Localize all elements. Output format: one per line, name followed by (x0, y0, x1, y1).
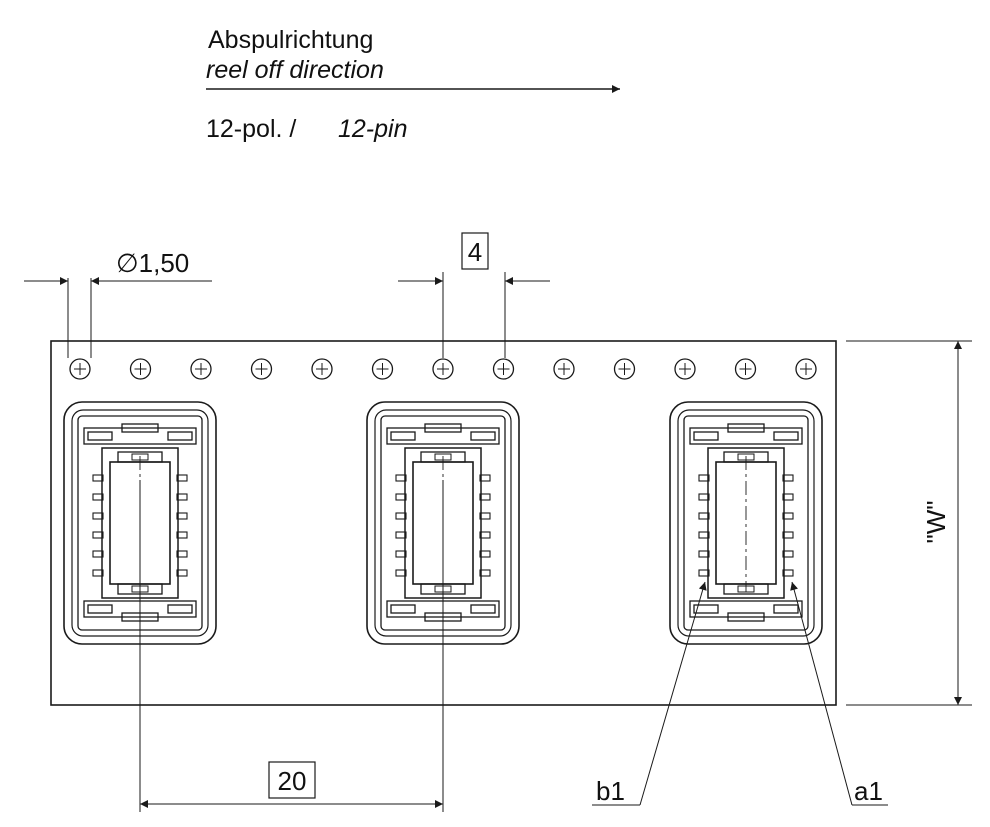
pins-label-de: 12-pol. / (206, 115, 296, 143)
part-pitch-dimension: 20 (139, 480, 444, 812)
tape-width-dimension: "W" (846, 340, 972, 706)
pin-a1-marker: a1 (790, 581, 888, 806)
pins-label-en: 12-pin (338, 115, 408, 143)
sprocket-hole (734, 358, 757, 380)
sprocket-hole (674, 358, 696, 380)
pin-b1-marker: b1 (592, 581, 707, 806)
hole-pitch-label: 4 (468, 237, 482, 267)
sprocket-hole (311, 358, 333, 380)
tape-width-label: "W" (921, 501, 951, 544)
pin-b1-label: b1 (596, 776, 625, 806)
sprocket-hole (553, 358, 575, 380)
direction-label-en: reel off direction (206, 56, 384, 84)
part-pitch-label: 20 (278, 766, 307, 796)
sprocket-hole (613, 358, 636, 380)
sprocket-hole (190, 358, 212, 380)
sprocket-holes (69, 358, 817, 380)
hole-diameter-label: ∅1,50 (116, 248, 189, 278)
component-pockets (63, 401, 823, 645)
sprocket-hole (795, 358, 817, 380)
sprocket-hole (492, 358, 515, 380)
component-pocket (669, 401, 823, 645)
hole-diameter-dimension: ∅1,50 (24, 248, 212, 358)
sprocket-hole (432, 358, 454, 380)
hole-pitch-dimension: 4 (398, 232, 550, 358)
pin-a1-label: a1 (854, 776, 883, 806)
direction-label-de: Abspulrichtung (208, 26, 373, 54)
sprocket-hole (129, 358, 152, 380)
sprocket-hole (250, 358, 273, 380)
sprocket-hole (371, 358, 394, 380)
sprocket-hole (69, 358, 91, 380)
